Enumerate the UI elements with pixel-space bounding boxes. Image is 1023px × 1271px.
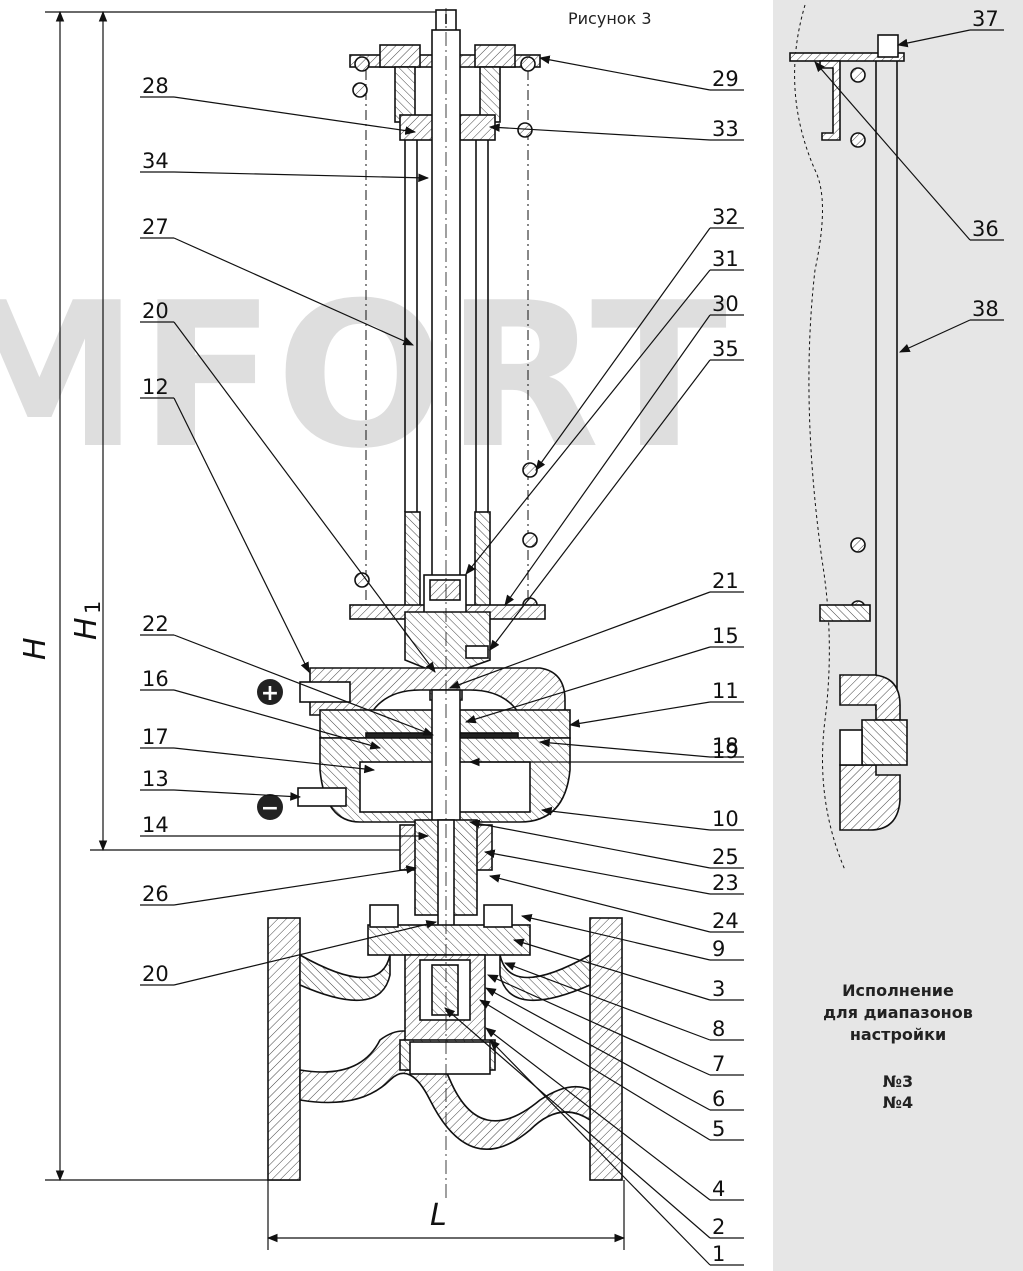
callout-labels: 2834272012221617131426202933323130352115…: [142, 7, 999, 1266]
callout-leader-22: [173, 634, 435, 736]
callout-label-13: 13: [142, 767, 169, 791]
svg-text:№4: №4: [883, 1093, 913, 1112]
callout-leader-9: [520, 914, 711, 961]
figure-title: Рисунок 3: [568, 9, 652, 28]
callout-leader-16: [173, 689, 382, 750]
callout-label-17: 17: [142, 725, 169, 749]
variant-note: Исполнение для диапазонов настройки №3 №…: [823, 981, 973, 1112]
callout-label-30: 30: [712, 292, 739, 316]
callout-leader-15: [464, 646, 711, 724]
callout-leader-34: [173, 171, 430, 183]
panel-callout-label-37: 37: [972, 7, 999, 31]
callout-leaders: [140, 29, 1004, 1266]
plus-port-marker: +: [257, 679, 283, 706]
callout-label-5: 5: [712, 1117, 725, 1141]
svg-text:Исполнение: Исполнение: [842, 981, 954, 1000]
watermark: MFORT: [0, 260, 727, 493]
svg-text:−: −: [261, 796, 279, 821]
callout-label-27: 27: [142, 215, 169, 239]
callout-label-20: 20: [142, 299, 169, 323]
callout-leader-4: [485, 1027, 711, 1201]
panel-callout-label-36: 36: [972, 217, 999, 241]
callout-label-20: 20: [142, 962, 169, 986]
callout-label-21: 21: [712, 569, 739, 593]
callout-leader-6: [485, 987, 711, 1111]
callout-label-24: 24: [712, 909, 739, 933]
dim-h: H: [18, 637, 53, 660]
callout-label-16: 16: [142, 667, 169, 691]
callout-label-23: 23: [712, 871, 739, 895]
callout-label-10: 10: [712, 807, 739, 831]
callout-label-1: 1: [712, 1242, 725, 1266]
variant-drawing: [789, 4, 908, 871]
callout-leader-26: [173, 865, 418, 906]
callout-label-9: 9: [712, 937, 725, 961]
callout-leader-28: [173, 96, 417, 135]
callout-label-22: 22: [142, 612, 169, 636]
callout-label-11: 11: [712, 679, 739, 703]
valve-assembly: [267, 8, 623, 1200]
callout-leader-30: [504, 314, 711, 606]
callout-label-15: 15: [712, 624, 739, 648]
callout-leader-7: [487, 974, 711, 1076]
callout-leader-32: [535, 227, 711, 471]
panel-callout-label-38: 38: [972, 297, 999, 321]
svg-text:+: +: [261, 681, 279, 706]
callout-leader-18: [538, 738, 711, 758]
callout-leader-12: [173, 397, 310, 673]
callout-label-19: 19: [712, 739, 739, 763]
callout-leader-11: [568, 701, 711, 728]
dimension-lines: [45, 10, 626, 1250]
minus-port-marker: −: [257, 794, 283, 821]
dim-h1: H: [69, 617, 104, 640]
callout-leader-5: [479, 999, 711, 1141]
callout-leader-10: [540, 806, 711, 831]
callout-leader-35: [489, 359, 711, 651]
panel-callout-leader-38: [899, 319, 971, 353]
callout-label-26: 26: [142, 882, 169, 906]
callout-label-7: 7: [712, 1052, 725, 1076]
dim-h1-subscript: 1: [81, 601, 105, 614]
panel-callout-leader-36: [814, 61, 971, 241]
callout-label-32: 32: [712, 205, 739, 229]
callout-label-4: 4: [712, 1177, 725, 1201]
callout-label-2: 2: [712, 1215, 725, 1239]
callout-label-29: 29: [712, 67, 739, 91]
callout-label-34: 34: [142, 149, 169, 173]
callout-label-33: 33: [712, 117, 739, 141]
callout-leader-29: [538, 55, 711, 91]
callout-leader-31: [465, 269, 711, 575]
callout-label-6: 6: [712, 1087, 725, 1111]
callout-label-35: 35: [712, 337, 739, 361]
callout-label-14: 14: [142, 813, 169, 837]
callout-leader-2: [444, 1007, 711, 1239]
callout-leader-25: [468, 819, 711, 869]
callout-leader-33: [488, 123, 711, 141]
callout-label-12: 12: [142, 375, 169, 399]
callout-leader-20: [173, 321, 436, 673]
variant-panel: [773, 0, 1023, 1271]
svg-text:для диапазонов: для диапазонов: [823, 1003, 973, 1022]
callout-leader-8: [503, 962, 711, 1041]
svg-text:№3: №3: [883, 1072, 913, 1091]
callout-leader-3: [512, 938, 711, 1001]
callout-label-31: 31: [712, 247, 739, 271]
callout-leader-17: [173, 747, 376, 774]
panel-callout-leader-37: [896, 29, 971, 48]
dim-l: L: [430, 1198, 447, 1233]
callout-label-28: 28: [142, 74, 169, 98]
callout-leader-20: [173, 920, 438, 986]
callout-leader-27: [173, 237, 414, 346]
svg-text:настройки: настройки: [850, 1025, 946, 1044]
callout-label-3: 3: [712, 977, 725, 1001]
callout-leader-1: [489, 1039, 711, 1266]
callout-label-8: 8: [712, 1017, 725, 1041]
callout-leader-21: [448, 591, 711, 689]
callout-label-25: 25: [712, 845, 739, 869]
callout-label-18: 18: [712, 734, 739, 758]
callout-leader-23: [483, 849, 711, 895]
callout-leader-24: [488, 874, 711, 933]
callout-leader-13: [173, 789, 302, 801]
